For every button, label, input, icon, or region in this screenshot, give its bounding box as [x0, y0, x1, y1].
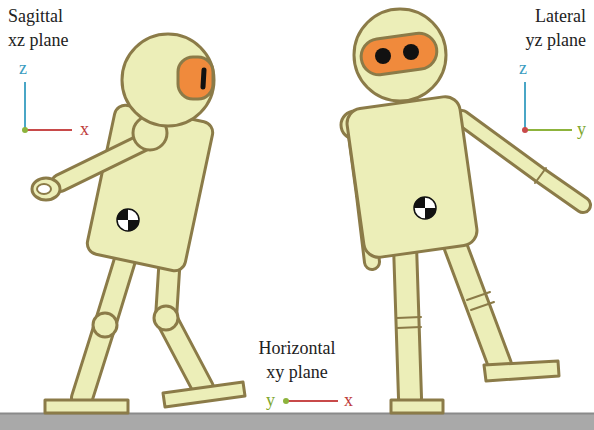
sagittal-axes [22, 82, 72, 133]
lateral-robot [341, 9, 583, 413]
axis-label: z [519, 56, 527, 80]
sagittal-robot [32, 34, 245, 413]
axis-label: x [344, 388, 353, 412]
ground [0, 413, 594, 430]
lateral-axes [522, 82, 572, 133]
axis-label: y [266, 388, 275, 412]
axis-label: x [80, 117, 89, 141]
axis-label: y [577, 117, 586, 141]
plane-title: Horizontal xy plane [253, 336, 341, 384]
plane-title: Lateral yz plane [522, 4, 586, 52]
horizontal-axes [283, 398, 338, 404]
plane-title: Sagittal xz plane [8, 4, 72, 52]
axis-label: z [19, 56, 27, 80]
